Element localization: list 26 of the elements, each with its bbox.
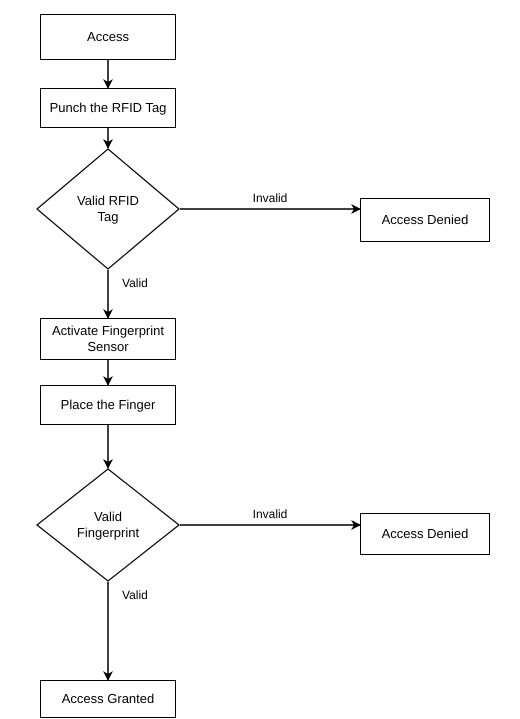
node-text: Activate Fingerprint Sensor	[51, 322, 165, 356]
node-text: Place the Finger	[60, 396, 156, 414]
process-box	[40, 385, 176, 425]
node-text: Valid RFID Tag	[76, 192, 140, 226]
node-text: Valid Fingerprint	[76, 508, 140, 542]
arrow	[103, 582, 113, 681]
arrow	[180, 204, 361, 214]
process-box	[40, 318, 176, 360]
node-text: Access Denied	[382, 212, 468, 228]
process-box	[360, 198, 490, 242]
node-text: Access	[87, 28, 129, 46]
process-box	[40, 14, 176, 60]
arrow	[103, 270, 113, 319]
process-box	[40, 680, 176, 718]
arrow	[103, 60, 113, 89]
arrow	[103, 128, 113, 149]
node-text: Punch the RFID Tag	[50, 100, 166, 116]
process-box	[40, 88, 176, 128]
arrow	[180, 520, 361, 530]
node-text: Access Granted	[62, 690, 154, 708]
arrow	[103, 425, 113, 469]
process-box	[360, 513, 490, 555]
decision-diamond	[36, 468, 180, 582]
node-text: Access Denied	[382, 526, 468, 542]
decision-diamond	[36, 148, 180, 270]
arrow	[103, 360, 113, 386]
